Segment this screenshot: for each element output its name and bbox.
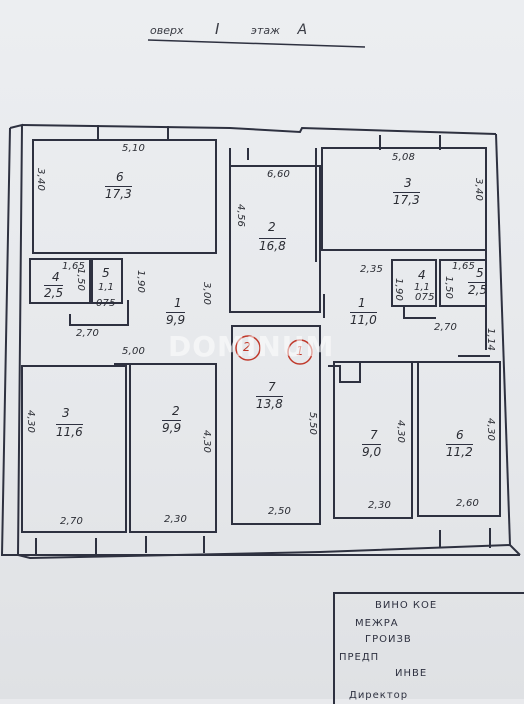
dim-label: 2,70 <box>76 328 100 339</box>
room-number: 4 <box>418 268 426 282</box>
room-5-left <box>91 258 123 304</box>
room-7-right <box>333 361 413 519</box>
header-etazh: этаж <box>250 24 281 37</box>
circle-mark-1 <box>287 339 313 365</box>
room-4-left <box>29 258 91 304</box>
room-number: 1 <box>174 296 182 310</box>
dim-label: 4,30 <box>485 418 496 442</box>
dim-label: 4,30 <box>25 410 36 434</box>
room-number: 7 <box>268 380 276 394</box>
circle-mark-2-label: 2 <box>243 340 251 354</box>
dim-label: 2,70 <box>434 322 458 333</box>
corridor-wall-right <box>403 306 436 319</box>
dim-label: 075 <box>415 292 435 303</box>
dim-label: 3,40 <box>35 168 46 192</box>
floor-header: оверх I этаж A <box>150 20 307 38</box>
dim-label: 075 <box>96 298 116 309</box>
room-2-bottom <box>129 363 217 533</box>
stamp: ВИНО КОЕ МЕЖРА ГРОИЗВ ПРЕДП ИНВЕ Директо… <box>333 592 524 704</box>
dim-label: 4,30 <box>395 420 406 444</box>
dim-label: 2,30 <box>164 514 188 525</box>
room-area: 9,9 <box>166 312 186 327</box>
stamp-line: ПРЕДП <box>339 652 380 663</box>
dim-label: 2,70 <box>60 516 84 527</box>
dim-label: 3,40 <box>473 178 484 202</box>
circle-marks <box>235 335 313 365</box>
header-underline <box>147 39 366 48</box>
entry-wall <box>328 362 361 383</box>
header-floor: I <box>214 20 220 38</box>
header-letter: A <box>297 22 308 38</box>
room-area: 17,3 <box>393 192 420 207</box>
room-area: 1,1 <box>98 282 114 293</box>
corridor-wall-left <box>69 300 129 326</box>
dim-label: 2,60 <box>456 498 480 509</box>
room-number: 5 <box>476 266 484 280</box>
walls <box>0 39 521 560</box>
room-area: 13,8 <box>256 396 283 411</box>
stamp-line: ВИНО КОЕ <box>375 600 438 611</box>
stamp-line: Директор <box>349 690 409 701</box>
dim-label: 5,00 <box>122 346 146 357</box>
room-3-bottom <box>21 365 127 533</box>
dim-label: 1,65 <box>452 261 476 272</box>
dim-label: 4,56 <box>235 204 246 228</box>
dim-label: 2,35 <box>360 264 384 275</box>
room-number: 3 <box>62 406 70 420</box>
room-number: 6 <box>116 170 124 184</box>
room-6-left <box>32 139 217 254</box>
room-number: 7 <box>370 428 378 442</box>
room-area: 11,0 <box>350 312 377 327</box>
dim-label: 2,50 <box>268 506 292 517</box>
room-number: 6 <box>456 428 464 442</box>
room-area: 2,5 <box>468 282 488 297</box>
room-number: 4 <box>52 270 60 284</box>
room-number: 1 <box>358 296 366 310</box>
room-number: 2 <box>268 220 276 234</box>
dim-label: 1,65 <box>62 261 86 272</box>
outer-wall-top <box>21 124 497 135</box>
dim-label: 5,08 <box>392 152 416 163</box>
dim-label: 1,50 <box>443 276 454 300</box>
stamp-line: ИНВЕ <box>395 668 428 679</box>
dim-label: 1,90 <box>393 278 404 302</box>
dim-label: 4,30 <box>201 430 212 454</box>
outer-wall-right <box>495 133 511 546</box>
room-6-right <box>417 361 501 517</box>
dim-label: 1,90 <box>135 270 146 294</box>
outer-wall-outline <box>0 127 520 556</box>
room-area: 17,3 <box>105 186 132 201</box>
stamp-line: ГРОИЗВ <box>365 634 412 645</box>
dim-label: 5,50 <box>307 412 318 436</box>
room-number: 5 <box>102 266 110 280</box>
stamp-line: МЕЖРА <box>355 618 399 629</box>
room-2-top <box>229 148 321 313</box>
dim-label: 6,60 <box>267 169 291 180</box>
circle-mark-2 <box>235 335 261 361</box>
circle-mark-1-label: 1 <box>296 344 304 358</box>
header-text: оверх <box>150 24 184 37</box>
room-area: 11,6 <box>56 424 83 439</box>
dim-label: 5,10 <box>122 143 146 154</box>
room-area: 1,1 <box>414 282 430 293</box>
watermark: DOMINUM <box>168 330 335 363</box>
room-area: 16,8 <box>259 238 286 253</box>
room-area: 11,2 <box>446 444 473 459</box>
room-area: 9,0 <box>362 444 382 459</box>
dim-label: 1,50 <box>75 268 86 292</box>
dim-label: 3,00 <box>201 282 212 306</box>
room-number: 2 <box>172 404 180 418</box>
room-7-middle <box>231 325 321 525</box>
room-3-right <box>321 147 487 251</box>
room-area: 2,5 <box>44 285 64 300</box>
room-area: 9,9 <box>162 420 182 435</box>
room-4-right <box>391 259 437 307</box>
dim-label: 2,30 <box>368 500 392 511</box>
dim-label: 1,14 <box>485 328 496 352</box>
room-number: 3 <box>404 176 412 190</box>
